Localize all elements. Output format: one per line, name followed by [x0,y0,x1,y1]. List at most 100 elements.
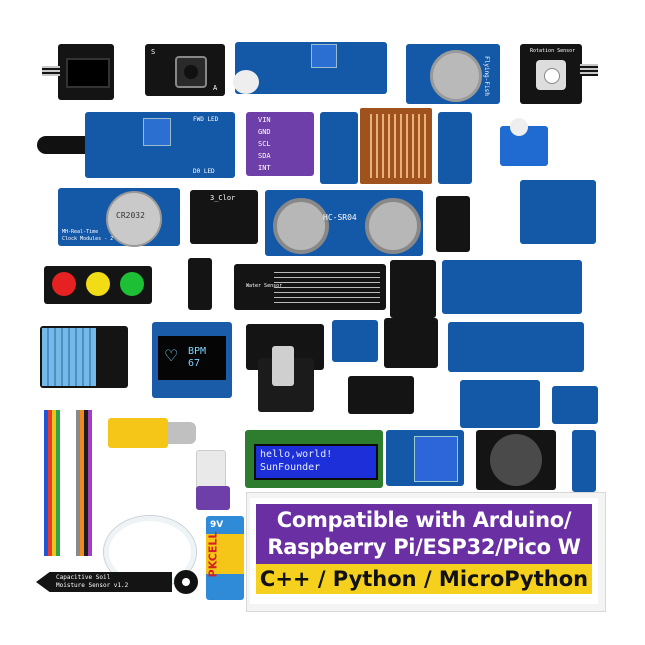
compatibility-banner: Compatible with Arduino/ Raspberry Pi/ES… [250,498,598,604]
encoder-disc [174,570,198,594]
joystick-module [476,430,556,490]
lcd-row-2: SunFounder [260,462,321,473]
banner-line-3: C++ / Python / MicroPython [259,567,589,591]
color-sensor-module: 3_Clor [190,190,258,244]
header-pins [42,66,60,76]
touch-sensor-module [460,380,540,428]
dc-gear-motor [108,418,196,448]
fwd-led-label: FWD LED [193,116,219,123]
rtc-label-2: Clock Modules - 2 [62,236,114,242]
pin-int: INT [258,164,271,172]
rotation-sensor-label: Rotation Sensor [530,48,576,54]
pin-vin: VIN [258,116,271,124]
rtc-label-1: MH-Real-Time [62,229,99,235]
banner-line-2: Raspberry Pi/ESP32/Pico W [267,535,581,559]
rain-sensor-control-board [438,112,472,184]
push-button-module: S A [145,44,225,96]
battery-band [206,534,244,574]
button-pin-s: S [151,48,156,56]
raindrop-traces [366,114,426,178]
pin-sda: SDA [258,152,271,160]
rotary-knob [536,60,566,90]
rtc-clock-module: CR2032 MH-Real-Time Clock Modules - 2 [58,188,180,247]
breadboard-power-module [384,318,438,368]
flame-ir-led [37,136,85,154]
traffic-light-module [44,266,152,304]
motor-can [168,422,196,444]
motor-driver-module [520,180,596,244]
flame-sensor-module-top [233,42,387,94]
banner-purple-panel: Compatible with Arduino/ Raspberry Pi/ES… [256,504,592,564]
battery-type: 9V [210,520,224,530]
banner-yellow-panel: C++ / Python / MicroPython [256,564,592,594]
relay-module [386,430,464,486]
ir-receiver-module [188,258,212,310]
water-sensor-label: Water Sensor [246,283,283,289]
max-sensor-module-purple [196,486,230,510]
raindrop-sensor-plate [360,108,432,184]
ultrasonic-receiver [365,198,421,254]
water-pump [196,450,226,490]
joystick-cap [490,434,542,486]
flying-fish-label: Flying-Fish [482,56,490,96]
9v-battery: PKCELL 9V [206,516,244,600]
flame-led [233,70,259,94]
ir-slot-sensor-module [42,44,114,100]
pir-module-small [332,320,378,362]
tactile-button [175,56,207,88]
servo-horn [510,118,528,136]
battery-label: CR2032 [116,211,145,220]
red-led [52,272,76,296]
soil-label-1: Capacitive Soil [56,574,111,581]
small-sensor-module [552,386,598,424]
oled-display-module: ♡ BPM 67 [152,322,232,398]
ultrasonic-label: HC-SR04 [323,213,357,222]
i2c-sensor-module: VIN GND SCL SDA INT [246,112,314,176]
water-sensor-traces [274,268,380,306]
header-pins [580,64,598,76]
oled-screen: ♡ BPM 67 [158,336,226,380]
slot-opening [66,58,110,88]
jumper-wires-left [44,410,60,556]
passive-buzzer-module [572,430,596,492]
lcd-row-1: hello,world! [260,449,333,460]
oled-bpm-label: BPM [188,346,207,357]
banner-line-1: Compatible with Arduino/ [276,508,572,532]
flame-sensor-module: FWD LED D0 LED [37,112,235,178]
soil-moisture-sensor: Capacitive Soil Moisture Sensor v1.2 [36,572,172,592]
dht11-sensor-module [40,326,128,388]
battery-brand: PKCELL [206,531,220,578]
oled-bpm-value: 67 [188,358,201,369]
potentiometer [143,118,171,146]
pin-gnd: GND [258,128,271,136]
water-level-sensor: Water Sensor [234,264,386,310]
potentiometer [311,44,337,68]
heart-icon: ♡ [164,346,179,365]
encoder-knob [272,346,294,386]
lcd-screen: hello,world! SunFounder [254,444,378,480]
coin-battery: CR2032 [106,191,162,247]
button-pin-a: A [213,84,218,92]
photoresistor-module [348,376,414,414]
bluetooth-module [442,260,582,314]
wifi-module [436,196,470,252]
jumper-wires-right [76,410,92,556]
rotary-encoder-module [258,346,314,412]
ultrasonic-sensor-module: HC-SR04 [265,190,423,256]
power-supply-module [390,260,436,318]
sound-sensor-module [320,112,358,184]
hall-sensor-module [448,322,584,372]
rotation-sensor-module: Rotation Sensor [520,44,598,104]
gas-sensor-module: Flying-Fish [406,44,500,104]
gas-sensor-mesh [430,50,482,102]
pin-scl: SCL [258,140,271,148]
ultrasonic-transmitter [273,198,329,254]
green-led [120,272,144,296]
do-led-label: D0 LED [193,168,215,175]
soil-label-2: Moisture Sensor v1.2 [56,582,129,589]
color-sensor-label: 3_Clor [210,194,236,202]
dht11-housing [42,328,96,386]
relay-block [414,436,458,482]
lcd1602-display: hello,world! SunFounder [245,430,383,488]
servo-motor [500,118,548,166]
